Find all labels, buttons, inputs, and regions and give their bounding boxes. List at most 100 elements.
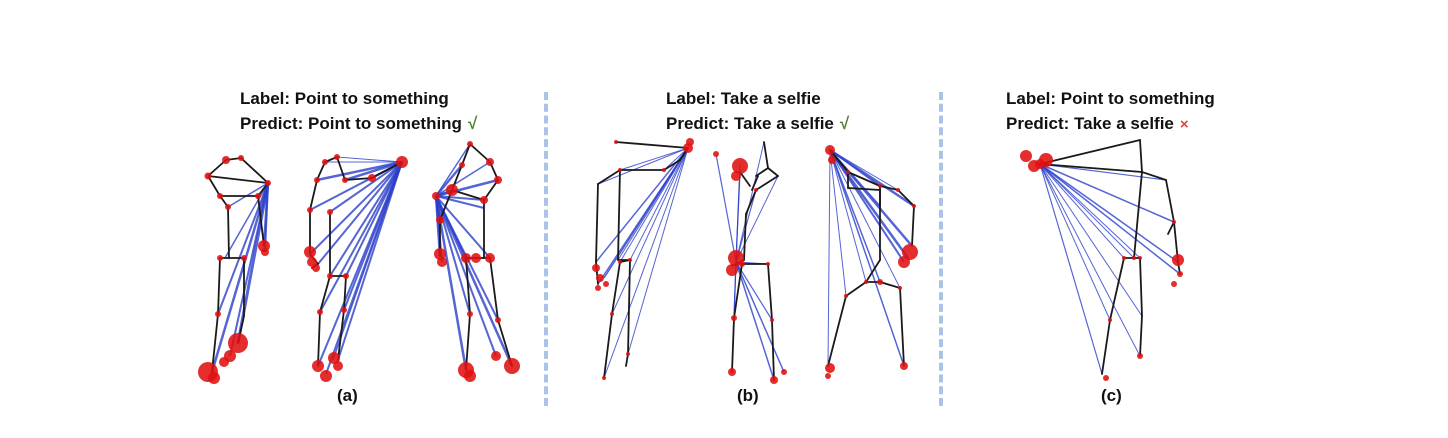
c1-attention-line (1039, 163, 1175, 223)
a2-attention-line (316, 160, 403, 182)
panel-b-label: Label: Take a selfie (666, 89, 821, 109)
a2-attention-line (319, 161, 403, 313)
a1-attention-line (229, 182, 269, 357)
a3-joint (467, 141, 473, 147)
b3-attention-line (829, 148, 915, 208)
b3-joint (902, 244, 918, 260)
panel-b-predict: Predict: Take a selfie√ (666, 114, 849, 134)
b1-attention-line (603, 147, 689, 379)
a1-joint (225, 204, 231, 210)
a1-joint (265, 180, 271, 186)
a3-attention-line (434, 195, 514, 367)
b1-attention-line (663, 147, 689, 171)
a2-bone (309, 179, 318, 211)
a1-bone (227, 206, 230, 259)
c1-joint (1122, 256, 1126, 260)
b3-bone (897, 189, 915, 207)
a1-joint (219, 357, 229, 367)
c1-bone (1039, 163, 1143, 173)
a1-bone (217, 257, 221, 315)
b2-bone (755, 167, 769, 177)
b2-bone (751, 175, 759, 191)
a1-joint (204, 172, 212, 180)
b3-bone (879, 185, 899, 191)
b2-joint (739, 261, 745, 267)
b2-bone (763, 141, 769, 169)
b3-joint (877, 279, 883, 285)
a3-joint (464, 370, 476, 382)
a2-attention-line (329, 161, 403, 213)
b3-attention-line (827, 149, 831, 367)
a2-joint (312, 360, 324, 372)
panel-c-label-text: Label: Point to something (1006, 89, 1215, 108)
b1-joint (595, 285, 601, 291)
b2-bone (731, 317, 735, 373)
a2-bone (317, 311, 321, 367)
a1-bone (211, 313, 219, 373)
a3-joint (485, 253, 495, 263)
a2-joint (333, 361, 343, 371)
a3-bone (497, 319, 513, 367)
c1-joint (1172, 254, 1184, 266)
b3-joint (844, 294, 848, 298)
a1-joint (228, 333, 248, 353)
c1-bone (1139, 139, 1143, 173)
panel-a-label: Label: Point to something (240, 89, 449, 109)
b2-joint (770, 318, 774, 322)
c1-bone (1133, 171, 1143, 259)
b2-attention-line (735, 171, 741, 263)
a3-attention-line (435, 178, 499, 198)
a1-joint (255, 193, 261, 199)
a3-attention-line (435, 195, 485, 201)
a1-bone (207, 175, 221, 197)
c1-attention-line (1039, 163, 1125, 259)
c1-attention-line (1039, 163, 1103, 375)
b3-bone (911, 205, 915, 247)
b1-bone (663, 159, 681, 171)
b2-bone (743, 213, 747, 261)
c1-joint (1132, 256, 1136, 260)
a2-joint (304, 246, 316, 258)
a2-joint (328, 352, 340, 364)
c1-joint (1177, 271, 1183, 277)
b2-joint (770, 376, 778, 384)
a3-joint (446, 184, 458, 196)
b2-joint (731, 315, 737, 321)
panel-divider-left (544, 92, 548, 406)
b1-joint (602, 376, 606, 380)
b1-bone (603, 313, 613, 379)
c1-attention-line (1039, 163, 1179, 263)
a2-bone (336, 156, 346, 181)
b2-joint (732, 158, 748, 174)
a1-bone (240, 157, 269, 184)
a3-joint (480, 196, 488, 204)
b1-bone (597, 169, 621, 185)
b2-joint (728, 368, 736, 376)
a2-bone (337, 309, 345, 361)
a2-joint (312, 264, 320, 272)
a1-bone (207, 159, 227, 177)
a1-attention-line (227, 182, 269, 208)
panel-a-predict: Predict: Point to something√ (240, 114, 477, 134)
c1-joint (1172, 220, 1176, 224)
b3-joint (825, 145, 835, 155)
c1-joint (1103, 375, 1109, 381)
b2-attention-line (735, 175, 779, 263)
b1-joint (618, 168, 622, 172)
b1-joint (628, 258, 632, 262)
b2-bone (739, 171, 751, 187)
panel-c-predict-text: Predict: Take a selfie (1006, 114, 1174, 133)
c1-bone (1039, 139, 1141, 165)
a2-attention-line (317, 161, 403, 367)
a2-bone (343, 275, 347, 311)
b1-joint (610, 312, 614, 316)
panel-a-sublabel: (a) (337, 386, 358, 405)
a3-joint (504, 358, 520, 374)
a2-joint (322, 159, 328, 165)
a1-joint (261, 248, 269, 256)
b2-attention-line (735, 261, 775, 381)
c1-attention-line (1039, 163, 1181, 275)
a2-attention-line (337, 161, 403, 361)
b3-attention-line (829, 149, 905, 263)
b3-joint (825, 363, 835, 373)
